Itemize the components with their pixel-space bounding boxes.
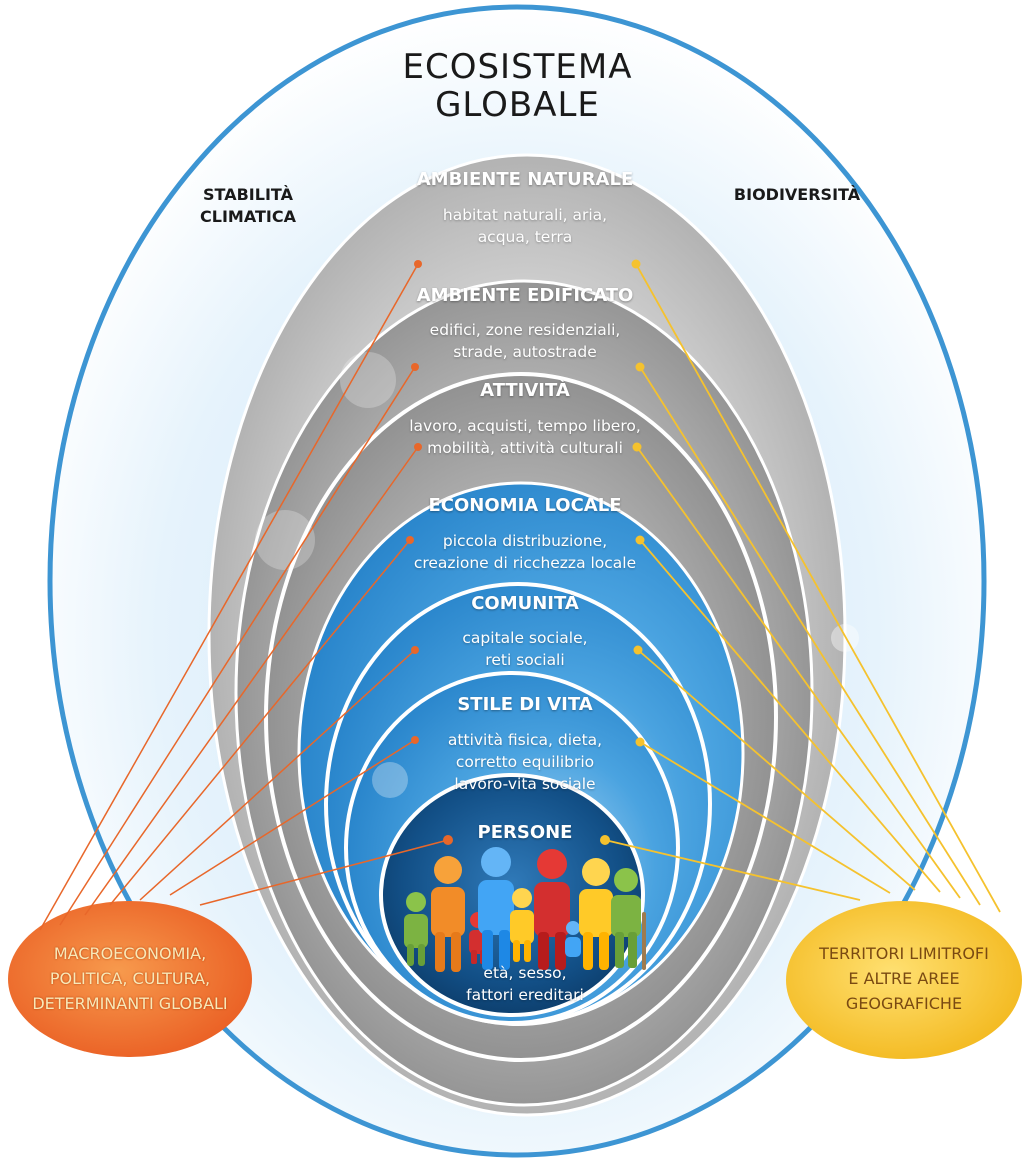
ring-desc-line: reti sociali: [485, 651, 565, 669]
figure-blue-adult: [478, 847, 514, 970]
right-connector-dot: [635, 362, 645, 372]
ring-desc-line: mobilità, attività culturali: [427, 439, 623, 457]
left-connector-line: [199, 839, 449, 906]
ring-desc-line: strade, autostrade: [453, 343, 597, 361]
sparkle: [831, 624, 859, 652]
core-desc: età, sesso, fattori ereditari: [300, 962, 750, 1006]
right-connector-line: [636, 446, 961, 899]
right-blob-line: E ALTRE AREE: [848, 969, 960, 988]
right-connector-line: [637, 649, 916, 891]
figure-green-elder: [611, 868, 646, 970]
right-connector-line: [639, 366, 981, 906]
left-side-label: STABILITÀ CLIMATICA: [178, 184, 318, 228]
right-blob-shape: [786, 901, 1022, 1059]
ring-desc-line: acqua, terra: [477, 228, 573, 246]
figure-yellow-child: [510, 888, 534, 962]
ring-desc-ambiente-naturale: habitat naturali, aria, acqua, terra: [300, 204, 750, 248]
right-connector-dot: [633, 645, 643, 655]
ring-desc-line: lavoro, acquisti, tempo libero,: [409, 417, 641, 435]
right-connector-line: [639, 741, 891, 894]
left-blob-line: POLITICA, CULTURA,: [49, 969, 211, 988]
ring-desc-attivita: lavoro, acquisti, tempo libero, mobilità…: [300, 415, 750, 459]
sparkle: [372, 762, 408, 798]
right-connector-dot: [635, 535, 645, 545]
people-figures: [404, 847, 646, 972]
ring-desc-line: attività fisica, dieta,: [447, 731, 603, 749]
connector-lines: [39, 259, 1001, 931]
ring-desc-ambiente-edificato: edifici, zone residenziali, strade, auto…: [300, 319, 750, 363]
left-connector-dot: [411, 363, 419, 371]
right-connector-dot: [635, 737, 645, 747]
left-connector-line: [84, 446, 419, 916]
right-connector-line: [639, 539, 941, 893]
left-connector-line: [109, 539, 411, 906]
left-connector-dot: [414, 260, 422, 268]
ring-title-stile-di-vita: STILE DI VITA: [457, 694, 593, 715]
left-connector-dot: [406, 536, 414, 544]
left-blob-shape: [8, 901, 252, 1057]
right-blob-line: TERRITORI LIMITROFI: [819, 944, 989, 963]
ring-desc-stile-di-vita: attività fisica, dieta, corretto equilib…: [300, 729, 750, 795]
ring-desc-line: habitat naturali, aria,: [442, 206, 608, 224]
ring-desc-line: corretto equilibrio: [455, 753, 595, 771]
title-line-1: ECOSISTEMA: [402, 47, 633, 87]
ring-desc-line: piccola distribuzione,: [442, 532, 608, 550]
left-connector-line: [139, 649, 416, 901]
left-connector-dot: [414, 443, 422, 451]
ring-title-comunita: COMUNITÀ: [471, 593, 579, 614]
right-blob-label: TERRITORI LIMITROFI E ALTRE AREE GEOGRAF…: [786, 941, 1022, 1016]
right-connector-line: [604, 839, 861, 901]
sparkle: [340, 352, 396, 408]
figure-yellow-adult: [579, 858, 613, 970]
ring-desc-comunita: capitale sociale, reti sociali: [300, 627, 750, 671]
left-connector-dot: [411, 736, 419, 744]
figure-blue-baby: [565, 921, 581, 957]
title-line-2: GLOBALE: [435, 85, 600, 125]
left-side-label-line-2: CLIMATICA: [200, 207, 296, 226]
right-connector-dot: [632, 442, 642, 452]
ring-title-economia-locale: ECONOMIA LOCALE: [428, 495, 622, 516]
ring-desc-economia-locale: piccola distribuzione, creazione di ricc…: [300, 530, 750, 574]
ring-desc-line: lavoro-vita sociale: [454, 775, 596, 793]
right-connector-dot: [631, 259, 641, 269]
ring-desc-line: creazione di ricchezza locale: [413, 554, 637, 572]
left-side-label-line-1: STABILITÀ: [203, 185, 293, 204]
ring-desc-line: edifici, zone residenziali,: [429, 321, 621, 339]
ring-desc-line: capitale sociale,: [462, 629, 588, 647]
ring-title-ambiente-edificato: AMBIENTE EDIFICATO: [416, 285, 634, 306]
left-connector-dot: [411, 646, 419, 654]
page-title: ECOSISTEMA GLOBALE: [0, 48, 1035, 124]
right-side-label: BIODIVERSITÀ: [733, 185, 861, 204]
right-connector-line: [635, 263, 1001, 913]
figure-green-child: [404, 892, 428, 966]
right-connector-dot: [600, 835, 610, 845]
core-desc-line: età, sesso,: [483, 964, 567, 982]
core-desc-line: fattori ereditari: [466, 986, 584, 1004]
right-blob-line: GEOGRAFICHE: [845, 994, 963, 1013]
left-blob-line: DETERMINANTI GLOBALI: [32, 994, 228, 1013]
left-connector-dot: [443, 835, 453, 845]
figure-orange-adult: [431, 856, 465, 972]
figure-red-adult: [534, 849, 570, 970]
left-connector-line: [59, 366, 416, 926]
ring-title-ambiente-naturale: AMBIENTE NATURALE: [416, 169, 634, 190]
left-blob-line: MACROECONOMIA,: [53, 944, 207, 963]
left-connector-line: [169, 739, 416, 896]
left-connector-line: [39, 263, 419, 931]
left-blob-label: MACROECONOMIA, POLITICA, CULTURA, DETERM…: [10, 941, 250, 1016]
core-title-persone: PERSONE: [477, 822, 573, 843]
ring-title-attivita: ATTIVITÀ: [480, 380, 570, 401]
